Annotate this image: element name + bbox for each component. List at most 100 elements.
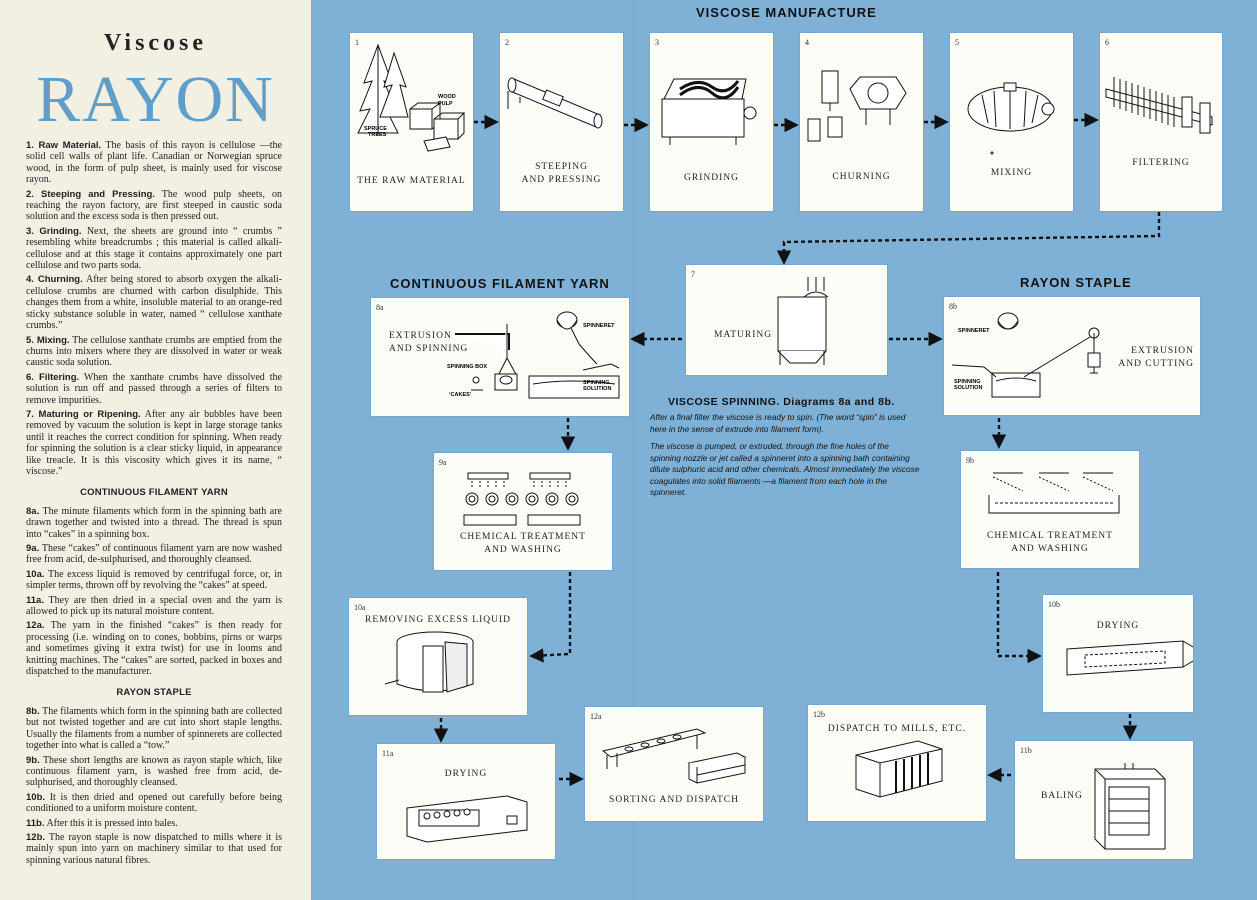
card-number: 12a [590, 712, 602, 721]
card-raw-material: 1 SPRUCE TREES WOOD PULP THE RAW MATERIA… [350, 33, 473, 211]
card-churning: 4 CHURNING [800, 33, 923, 211]
card-steeping-pressing: 2 STEEPING AND PRESSING [500, 33, 623, 211]
step-text: It is then dried and opened out carefull… [26, 791, 282, 815]
card-caption: CHURNING [832, 172, 891, 182]
arrow-6-to-7 [776, 212, 1161, 265]
filter-press-illustration [1105, 77, 1213, 134]
step-paragraph: 7. Maturing or Ripening. After any air b… [26, 409, 282, 477]
step-heading: 3. Grinding. [26, 225, 82, 237]
step-text: After being stored to absorb oxygen the … [26, 274, 282, 332]
card-dispatch-to-mills: 12b DISPATCH TO MILLS, ETC. [808, 705, 986, 821]
rs-subheading: RAYON STAPLE [116, 687, 192, 699]
step-heading: 11a. [26, 594, 44, 606]
step-text: After this it is pressed into bales. [44, 817, 178, 829]
card-caption: DRYING [1096, 621, 1140, 631]
card-caption-line1: EXTRUSION [1131, 346, 1194, 356]
step-paragraph: 11b. After this it is pressed into bales… [26, 818, 282, 829]
card-number: 11b [1020, 746, 1032, 755]
card-filtering: 6 FILTERING [1100, 33, 1222, 211]
mixer-illustration [967, 82, 1055, 155]
card-maturing: 7 MATURING [686, 265, 887, 375]
heading-viscose-manufacture: VISCOSE MANUFACTURE [696, 5, 877, 20]
label-solution: SOLUTION [954, 385, 982, 391]
step-heading: 12a. [26, 620, 45, 632]
bale-illustration [855, 740, 943, 798]
step-text: The basis of this rayon is cellulose —th… [26, 140, 282, 186]
step-text: These short lengths are known as rayon s… [26, 754, 282, 789]
card-caption: MIXING [990, 168, 1033, 178]
step-heading: 8a. [26, 505, 40, 517]
card-chemical-treatment-washing-b: 9b CHEMICAL TREATMENT AND WASHING [961, 451, 1139, 568]
card-caption-line1: CHEMICAL TREATMENT [987, 531, 1113, 541]
card-caption-line1: EXTRUSION [389, 331, 452, 341]
label-wood: WOOD [438, 94, 456, 100]
sorting-table-illustration [601, 728, 747, 784]
card-number: 8b [949, 302, 957, 311]
card-number: 7 [691, 270, 695, 279]
card-caption-line2: AND WASHING [1011, 544, 1089, 554]
cfy-steps-list: 8a. The minute filaments which form in t… [26, 506, 282, 678]
cfy-subheading: CONTINUOUS FILAMENT YARN [80, 487, 228, 499]
card-caption: MATURING [714, 330, 773, 340]
step-text: The minute filaments which form in the s… [26, 505, 282, 540]
step-text: The cellulose xanthate crumbs are emptie… [26, 334, 282, 369]
card-caption: BALING [1041, 791, 1083, 801]
baling-press-illustration [1094, 763, 1166, 850]
step-heading: 6. Filtering. [26, 371, 80, 383]
card-grinding: 3 GRINDING [650, 33, 773, 211]
step-heading: 10b. [26, 791, 46, 803]
card-number: 9b [966, 456, 974, 465]
step-text: Next, the sheets are ground into “ crumb… [26, 225, 282, 272]
card-number: 12b [813, 710, 825, 719]
spinning-paragraph-2: The viscose is pumped, or extruded, thro… [650, 441, 920, 497]
card-number: 1 [355, 38, 359, 47]
step-paragraph: 5. Mixing. The cellulose xanthate crumbs… [26, 335, 282, 369]
card-caption: REMOVING EXCESS LIQUID [364, 615, 512, 625]
spinning-heading: VISCOSE SPINNING. Diagrams 8a and 8b. [668, 396, 895, 408]
card-caption: DISPATCH TO MILLS, ETC. [827, 724, 967, 734]
grinder-illustration [661, 78, 757, 145]
step-paragraph: 6. Filtering. When the xanthate crumbs h… [26, 372, 282, 406]
card-caption-line2: AND WASHING [484, 545, 562, 555]
arrow-9a-to-10a [529, 572, 572, 663]
card-caption: THE RAW MATERIAL [357, 176, 466, 186]
step-text: The rayon staple is now dispatched to mi… [26, 831, 282, 866]
card-number: 11a [382, 749, 394, 758]
process-description: 1. Raw Material. The basis of this rayon… [26, 140, 282, 869]
step-heading: 9b. [26, 754, 40, 766]
staple-cutting-illustration: SPINNERET SPINNING SOLUTION [951, 312, 1101, 398]
card-caption-line1: CHEMICAL TREATMENT [460, 532, 586, 542]
page-fold [633, 0, 634, 900]
label-spinning: SPINNING [954, 379, 981, 385]
step-paragraph: 8a. The minute filaments which form in t… [26, 506, 282, 540]
card-number: 2 [505, 38, 509, 47]
card-extrusion-spinning: 8a SPINNERET SPINNING BOX ‘CAKES’ SPINNI… [371, 298, 629, 416]
steeping-press-illustration [507, 77, 603, 129]
washing-illustration-a [463, 472, 581, 526]
step-heading: 2. Steeping and Pressing. [26, 188, 155, 200]
card-caption: FILTERING [1132, 158, 1190, 168]
spinning-illustration: SPINNERET SPINNING BOX ‘CAKES’ SPINNING … [447, 311, 620, 399]
label-solution: SOLUTION [583, 386, 611, 392]
step-paragraph: 11a. They are then dried in a special ov… [26, 595, 282, 618]
card-number: 9a [439, 458, 447, 467]
arrow-9b-to-10b [996, 572, 1042, 664]
step-text: The excess liquid is removed by centrifu… [26, 568, 282, 592]
heading-rayon-staple: RAYON STAPLE [1020, 275, 1132, 290]
step-heading: 4. Churning. [26, 274, 83, 286]
card-caption-line2: AND SPINNING [389, 344, 469, 354]
step-paragraph: 1. Raw Material. The basis of this rayon… [26, 140, 282, 186]
heading-continuous-filament-yarn: CONTINUOUS FILAMENT YARN [390, 276, 610, 291]
step-paragraph: 12b. The rayon staple is now dispatched … [26, 832, 282, 866]
card-number: 10a [354, 603, 366, 612]
label-cakes: ‘CAKES’ [449, 392, 472, 398]
churn-illustration [807, 70, 907, 142]
step-text: The filaments which form in the spinning… [26, 705, 282, 752]
step-paragraph: 2. Steeping and Pressing. The wood pulp … [26, 189, 282, 223]
step-paragraph: 4. Churning. After being stored to absor… [26, 274, 282, 331]
staple-dryer-illustration [1066, 640, 1193, 676]
label-spinneret: SPINNERET [583, 323, 615, 329]
washing-illustration-b [988, 472, 1120, 514]
label-spinning-box: SPINNING BOX [447, 364, 487, 370]
